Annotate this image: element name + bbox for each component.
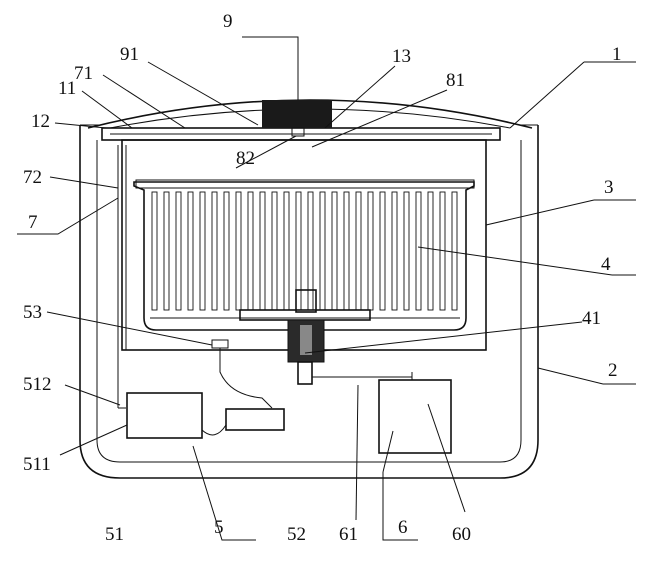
- wire-51-52: [202, 425, 226, 435]
- basket-slot: [200, 192, 205, 310]
- basket-slot: [332, 192, 337, 310]
- basket-slot: [404, 192, 409, 310]
- basket-slot: [320, 192, 325, 310]
- label-41: 41: [582, 308, 601, 329]
- basket-slot: [248, 192, 253, 310]
- basket-slot: [392, 192, 397, 310]
- basket-slot: [452, 192, 457, 310]
- basket-slot: [356, 192, 361, 310]
- label-512: 512: [23, 374, 52, 395]
- basket-slot: [428, 192, 433, 310]
- label-53: 53: [23, 302, 42, 323]
- basket-slot: [308, 192, 313, 310]
- basket-slot: [212, 192, 217, 310]
- basket-slot: [260, 192, 265, 310]
- wire-53-52: [220, 348, 272, 408]
- label-2: 2: [608, 360, 618, 381]
- basket-slot: [416, 192, 421, 310]
- basket-slot: [188, 192, 193, 310]
- drive-shaft: [298, 362, 312, 384]
- label-52: 52: [287, 524, 306, 545]
- lid-handle-9: [262, 100, 332, 128]
- sensor-82: [292, 128, 304, 136]
- label-511: 511: [23, 454, 51, 475]
- basket-slot: [176, 192, 181, 310]
- basket-slot: [152, 192, 157, 310]
- label-4: 4: [601, 254, 611, 275]
- sensor-53: [212, 340, 228, 348]
- label-91: 91: [120, 44, 139, 65]
- label-71: 71: [74, 63, 93, 84]
- basket-slot: [164, 192, 169, 310]
- label-51: 51: [105, 524, 124, 545]
- label-5: 5: [214, 517, 224, 538]
- basket-slot: [272, 192, 277, 310]
- outer-housing: [80, 125, 538, 478]
- module-52: [226, 409, 284, 430]
- label-7: 7: [28, 212, 38, 233]
- controller-51: [127, 393, 202, 438]
- label-61: 61: [339, 524, 358, 545]
- basket-slots: [152, 192, 457, 310]
- basket-slot: [344, 192, 349, 310]
- basket: [134, 182, 474, 330]
- label-1: 1: [612, 44, 622, 65]
- label-60: 60: [452, 524, 471, 545]
- label-81: 81: [446, 70, 465, 91]
- hub-shaft-core: [300, 325, 312, 355]
- label-72: 72: [23, 167, 42, 188]
- label-82: 82: [236, 148, 255, 169]
- label-3: 3: [604, 177, 614, 198]
- basket-slot: [368, 192, 373, 310]
- label-13: 13: [392, 46, 411, 67]
- basket-slot: [284, 192, 289, 310]
- label-11: 11: [58, 78, 76, 99]
- label-9: 9: [223, 11, 233, 32]
- basket-slot: [380, 192, 385, 310]
- label-12: 12: [31, 111, 50, 132]
- basket-slot: [236, 192, 241, 310]
- basket-slot: [224, 192, 229, 310]
- label-6: 6: [398, 517, 408, 538]
